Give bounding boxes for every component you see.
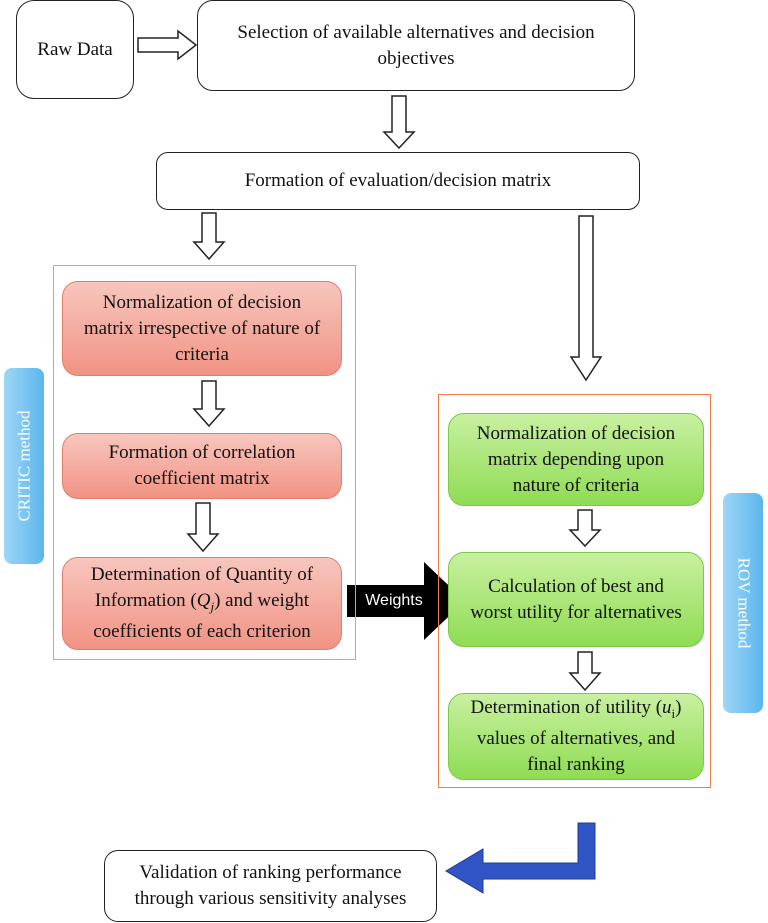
raw-data-box: Raw Data: [16, 0, 134, 99]
selection-box: Selection of available alternatives and …: [197, 0, 635, 91]
critic-quantity-subscript: j: [210, 598, 215, 614]
rov-ranking-symbol: u: [662, 696, 672, 718]
selection-label: Selection of available alternatives and …: [237, 21, 595, 69]
rov-frame: [438, 394, 711, 788]
rov-normalization-label: Normalization of decision matrix dependi…: [476, 422, 676, 496]
critic-quantity-symbol: Q: [196, 589, 211, 611]
critic-quantity-label: Determination of Quantity of Information…: [71, 562, 333, 646]
critic-quantity-text-post: ) and weight coefficients of each criter…: [93, 589, 311, 643]
arrow-critic-1-2: [192, 380, 226, 428]
formation-label: Formation of evaluation/decision matrix: [244, 170, 552, 191]
critic-method-label: CRITIC method: [14, 410, 33, 522]
critic-quantity-text-pre: Determination of Quantity of Information…: [90, 563, 314, 611]
weights-arrow: [347, 562, 465, 640]
weights-label: Weights: [365, 592, 423, 609]
raw-data-label: Raw Data: [37, 38, 113, 60]
arrow-formation-to-rov: [569, 215, 603, 382]
rov-ranking-label: Determination of utility (ui) values of …: [461, 695, 691, 779]
rov-utility-box: Calculation of best and worst utility fo…: [448, 552, 704, 647]
arrow-formation-to-critic: [192, 212, 226, 261]
rov-ranking-text-post: ) values of alternatives, and final rank…: [476, 696, 682, 776]
rov-ranking-box: Determination of utility (ui) values of …: [448, 693, 704, 780]
arrow-selection-to-formation: [382, 95, 416, 150]
formation-box: Formation of evaluation/decision matrix: [156, 152, 640, 210]
arrow-raw-to-selection: [137, 29, 198, 61]
critic-normalization-label: Normalization of decision matrix irrespe…: [83, 291, 321, 365]
arrow-critic-2-3: [186, 502, 220, 553]
critic-method-tab: CRITIC method: [4, 368, 44, 564]
rov-method-tab: ROV method: [723, 493, 763, 713]
rov-method-label: ROV method: [734, 557, 754, 649]
critic-correlation-label: Formation of correlation coefficient mat…: [108, 442, 296, 489]
critic-quantity-box: Determination of Quantity of Information…: [62, 557, 342, 650]
rov-normalization-box: Normalization of decision matrix dependi…: [448, 413, 704, 506]
validation-label: Validation of ranking performance throug…: [134, 862, 407, 909]
critic-frame: [53, 265, 356, 660]
validation-box: Validation of ranking performance throug…: [104, 850, 437, 922]
arrow-rov-2-3: [568, 651, 602, 692]
arrow-rov-1-2: [568, 509, 602, 548]
rov-ranking-text-pre: Determination of utility (: [470, 696, 663, 718]
rov-ranking-subscript: i: [671, 705, 676, 721]
validation-arrow: [445, 822, 596, 894]
rov-utility-label: Calculation of best and worst utility fo…: [470, 575, 682, 623]
critic-correlation-box: Formation of correlation coefficient mat…: [62, 433, 342, 499]
critic-normalization-box: Normalization of decision matrix irrespe…: [62, 281, 342, 376]
